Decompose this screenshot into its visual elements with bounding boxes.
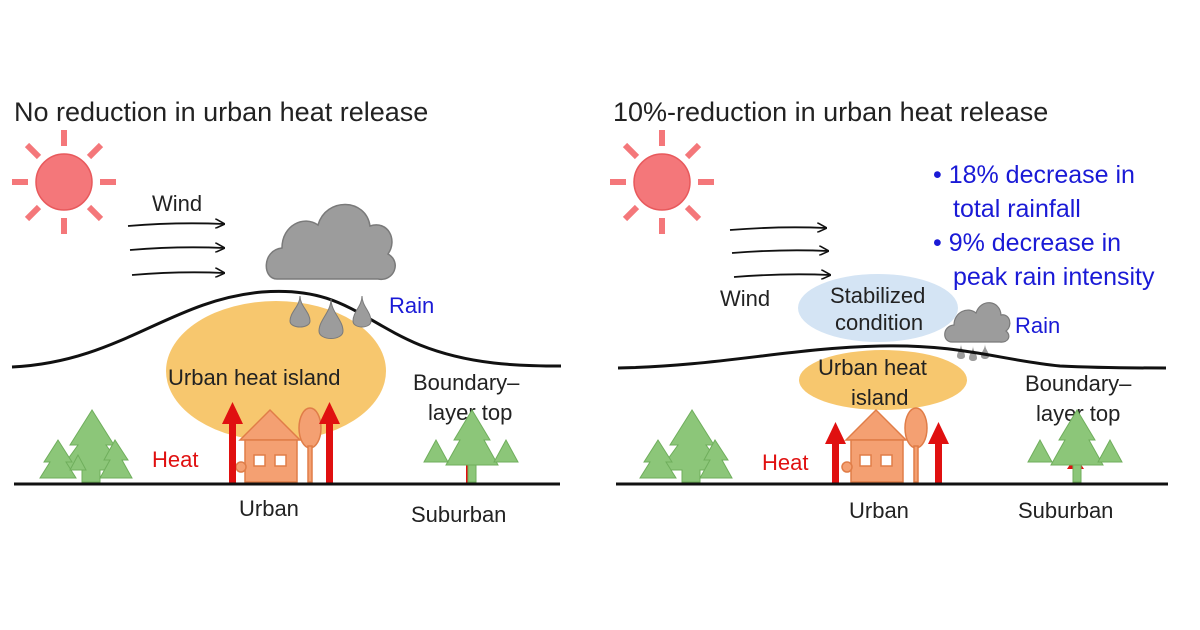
left-trees-rural: [39, 409, 133, 483]
left-boundary-layer-line: [11, 289, 562, 369]
left-boundary-label-1: Boundary–: [413, 370, 520, 395]
sun-icon: [12, 130, 116, 234]
right-stable-label-1: Stabilized: [830, 283, 925, 308]
right-uhi-label-2: island: [851, 385, 908, 410]
right-bullet-1-line-2: total rainfall: [953, 195, 1081, 223]
left-suburban-label: Suburban: [411, 502, 506, 527]
right-cloud-icon: [944, 302, 1011, 343]
right-rain-label: Rain: [1015, 313, 1060, 338]
left-house-icon: [235, 407, 322, 483]
right-stable-label-2: condition: [835, 310, 923, 335]
left-panel: No reduction in urban heat release Wind: [11, 97, 562, 527]
left-title: No reduction in urban heat release: [14, 97, 428, 127]
right-stable-zone: [798, 274, 958, 342]
right-trees-suburban: [1027, 409, 1123, 483]
right-boundary-label-1: Boundary–: [1025, 371, 1132, 396]
right-suburban-label: Suburban: [1018, 498, 1113, 523]
left-rain-drops: [289, 295, 372, 339]
right-bullet-1-line-1: • 18% decrease in: [933, 161, 1135, 189]
left-wind-arrows: [127, 223, 224, 275]
right-wind-label: Wind: [720, 286, 770, 311]
right-bullet-2-line-1: • 9% decrease in: [933, 229, 1121, 257]
right-trees-rural: [639, 409, 733, 483]
right-panel: 10%-reduction in urban heat release • 18…: [610, 97, 1168, 523]
left-urban-label: Urban: [239, 496, 299, 521]
left-cloud-icon: [265, 203, 396, 280]
left-trees-suburban: [423, 409, 519, 483]
right-heat-island: [799, 350, 967, 410]
right-house-icon: [841, 407, 928, 483]
left-wind-label: Wind: [152, 191, 202, 216]
right-bullet-2-line-2: peak rain intensity: [953, 263, 1155, 291]
right-wind-arrows: [729, 227, 830, 277]
right-heat-label: Heat: [762, 450, 808, 475]
right-sun-icon: [610, 130, 714, 234]
right-boundary-layer-line: [617, 344, 1167, 370]
right-title: 10%-reduction in urban heat release: [613, 97, 1048, 127]
right-uhi-label-1: Urban heat: [818, 355, 927, 380]
left-uhi-label: Urban heat island: [168, 365, 340, 390]
left-rain-label: Rain: [389, 293, 434, 318]
right-urban-label: Urban: [849, 498, 909, 523]
left-heat-label: Heat: [152, 447, 198, 472]
